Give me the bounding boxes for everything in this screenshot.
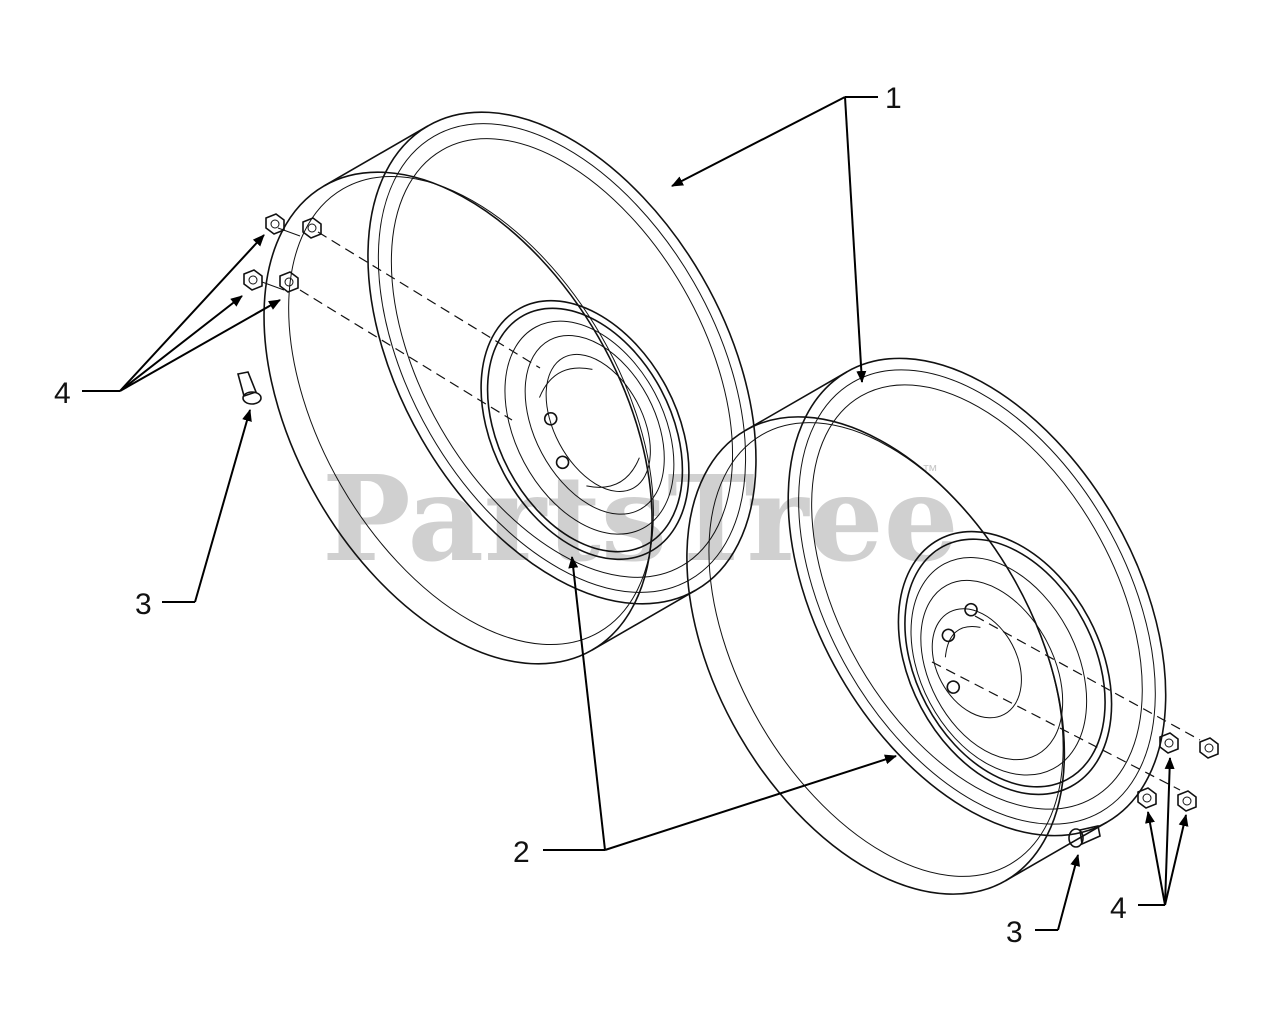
left-lug-nut-1 [265,213,285,235]
left-lug-nut-3 [243,269,263,291]
left-lug-nut-2 [302,217,322,239]
left-lug-nut-4 [279,271,299,293]
left-rim [480,299,690,561]
right-lug-nut-3 [1137,787,1157,809]
right-lug-nut-4 [1177,790,1197,812]
watermark-trademark: ™ [922,463,938,480]
callout-3-right-leader [1035,854,1080,931]
right-wheel [686,357,1219,895]
callout-4-left-leader [82,234,281,392]
callout-4-right-label: 4 [1110,892,1127,925]
callout-3-left-leader [162,409,252,603]
callout-1-leader [671,96,878,383]
callout-4-right-leader [1138,757,1189,906]
right-valve-stem [1068,825,1101,848]
left-tire [263,111,757,665]
callout-1-label: 1 [885,82,902,115]
callout-4-left-label: 4 [54,377,71,410]
callout-2-leader [543,556,897,851]
left-wheel [237,111,757,665]
left-valve-stem [237,371,262,405]
callout-3-right-label: 3 [1006,916,1023,949]
right-lug-nut-2 [1199,737,1219,759]
callout-2-label: 2 [513,836,530,869]
right-tire [686,357,1167,895]
right-rim [897,530,1113,796]
watermark: PartsTree [322,449,959,588]
right-lug-nut-1 [1159,732,1179,754]
callout-3-left-label: 3 [135,588,152,621]
